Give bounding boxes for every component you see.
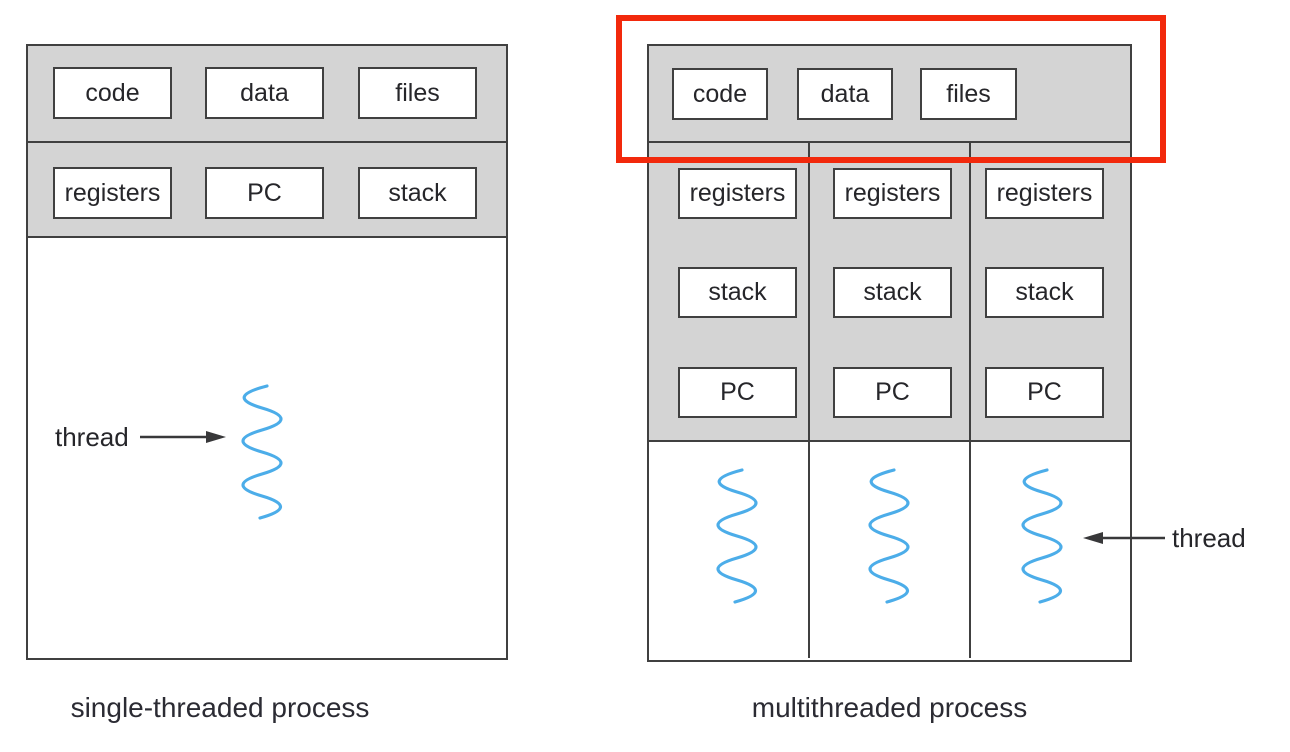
- data-box: data: [797, 68, 893, 120]
- files-box: files: [358, 67, 477, 119]
- stack-box: stack: [985, 267, 1104, 318]
- code-box: code: [53, 67, 172, 119]
- stack-box: stack: [833, 267, 952, 318]
- registers-box: registers: [53, 167, 172, 219]
- registers-box: registers: [833, 168, 952, 219]
- thread-squiggle-icon: [241, 384, 283, 520]
- multithreaded-caption: multithreaded process: [751, 692, 1028, 723]
- highlight-rectangle: [616, 15, 1166, 163]
- thread-squiggle-icon: [868, 468, 910, 604]
- pc-box: PC: [678, 367, 797, 418]
- thread-squiggle-icon: [1021, 468, 1063, 604]
- registers-box: registers: [678, 168, 797, 219]
- arrow-right-icon: [140, 431, 226, 443]
- thread-label: thread: [55, 422, 129, 452]
- stack-box: stack: [678, 267, 797, 318]
- pc-box: PC: [205, 167, 324, 219]
- pc-box: PC: [833, 367, 952, 418]
- stack-box: stack: [358, 167, 477, 219]
- data-box: data: [205, 67, 324, 119]
- files-box: files: [920, 68, 1017, 120]
- arrow-left-icon: [1083, 532, 1165, 544]
- pc-box: PC: [985, 367, 1104, 418]
- registers-box: registers: [985, 168, 1104, 219]
- single-threaded-caption: single-threaded process: [70, 692, 370, 723]
- thread-squiggle-icon: [716, 468, 758, 604]
- code-box: code: [672, 68, 768, 120]
- thread-label: thread: [1172, 523, 1246, 553]
